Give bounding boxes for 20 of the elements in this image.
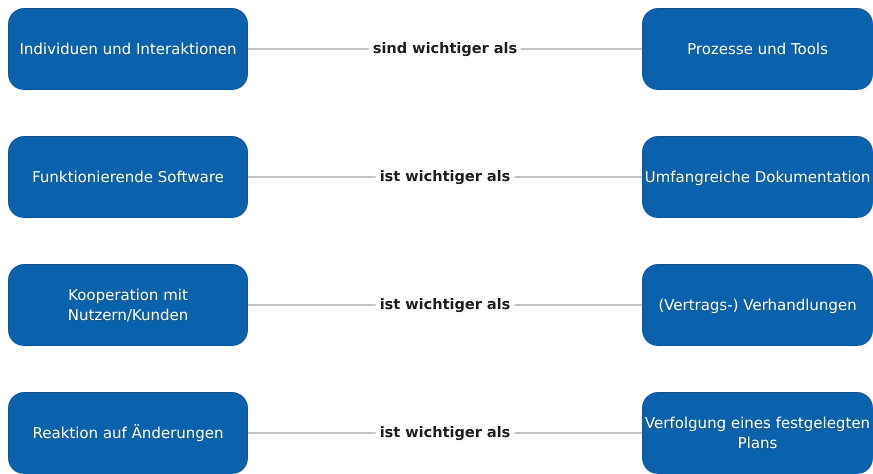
box-text: Verfolgung eines festgelegten Plans: [644, 413, 872, 453]
value-box: [8, 136, 248, 218]
box-text: Reaktion auf Änderungen: [32, 423, 224, 443]
box-text: Funktionierende Software: [32, 167, 224, 187]
edge-label: ist wichtiger als: [376, 425, 514, 441]
value-box: [8, 392, 248, 474]
value-box: [642, 136, 873, 218]
edge-label: sind wichtiger als: [368, 41, 522, 57]
box-text: Individuen und Interaktionen: [19, 39, 237, 59]
edge-label: ist wichtiger als: [376, 297, 514, 313]
value-box: [642, 392, 873, 474]
edge-label: ist wichtiger als: [376, 169, 514, 185]
value-box: [8, 8, 248, 90]
box-text: (Vertrags-) Verhandlungen: [658, 295, 857, 315]
box-text: Umfangreiche Dokumentation: [644, 167, 870, 187]
value-box: [642, 264, 873, 346]
box-text: Kooperation mit Nutzern/Kunden: [66, 285, 190, 325]
value-box: [8, 264, 248, 346]
box-text: Prozesse und Tools: [687, 39, 828, 59]
value-box: [642, 8, 873, 90]
